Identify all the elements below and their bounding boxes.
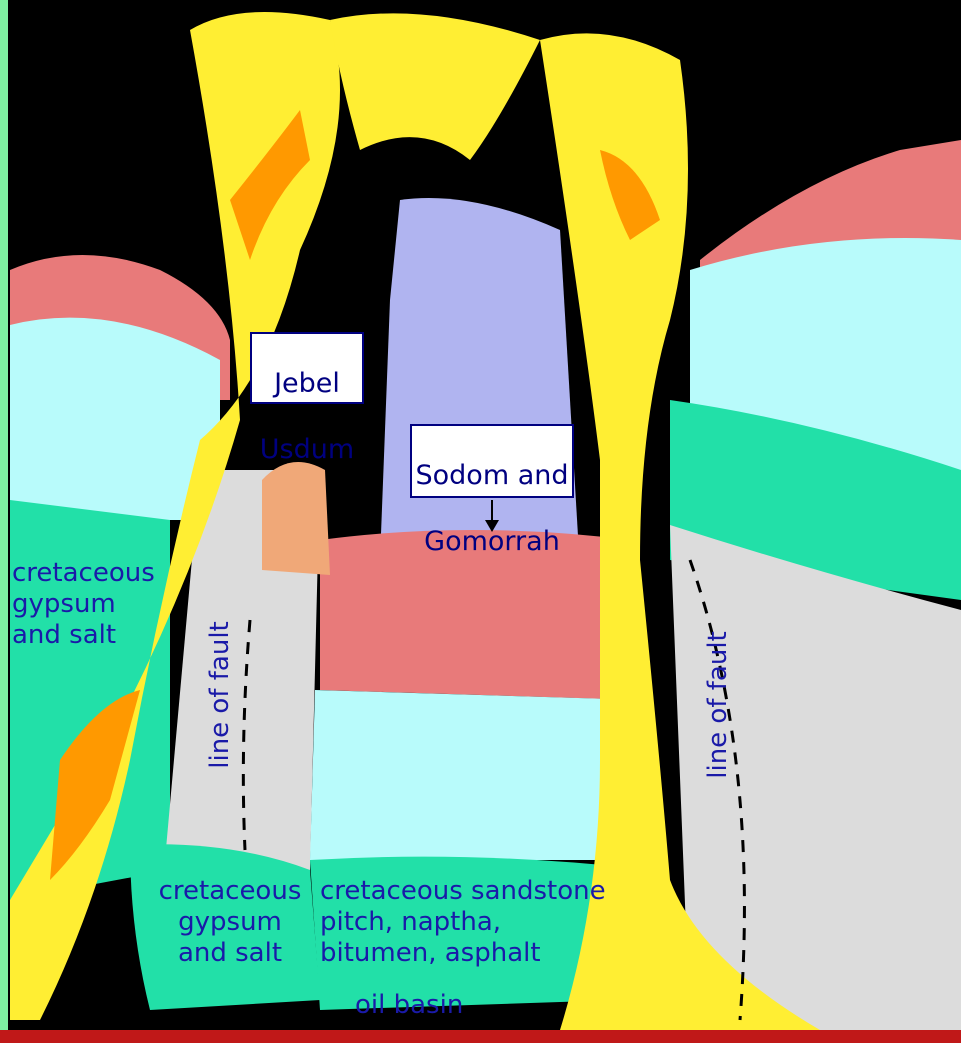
left-gypsum-line-2: gypsum (12, 589, 155, 620)
center-gypsum-line-2: gypsum (150, 907, 310, 938)
left-border (0, 0, 8, 1043)
sandstone-label: cretaceous sandstone pitch, naptha, bitu… (320, 876, 606, 969)
sandstone-line-3: bitumen, asphalt (320, 938, 606, 969)
sodom-gomorrah-line-2: Gomorrah (412, 525, 572, 558)
center-gypsum-label: cretaceous gypsum and salt (150, 876, 310, 969)
left-gypsum-line-3: and salt (12, 620, 155, 651)
left-gypsum-line-1: cretaceous (12, 558, 155, 589)
jebel-usdum-line-1: Jebel (252, 367, 362, 400)
jebel-usdum-label: Jebel Usdum (250, 332, 364, 404)
center-gypsum-line-1: cretaceous (150, 876, 310, 907)
sandstone-line-1: cretaceous sandstone (320, 876, 606, 907)
left-gypsum-label: cretaceous gypsum and salt (12, 558, 155, 651)
oil-basin-label: oil basin (355, 990, 463, 1021)
sandstone-line-2: pitch, naptha, (320, 907, 606, 938)
left-fault-label: line of fault (205, 605, 235, 785)
sodom-gomorrah-label: Sodom and Gomorrah (410, 424, 574, 498)
right-fault-label: line of fault (703, 615, 733, 795)
bottom-border (0, 1030, 961, 1043)
jebel-usdum-line-2: Usdum (252, 433, 362, 466)
sodom-gomorrah-line-1: Sodom and (412, 459, 572, 492)
center-gypsum-line-3: and salt (150, 938, 310, 969)
